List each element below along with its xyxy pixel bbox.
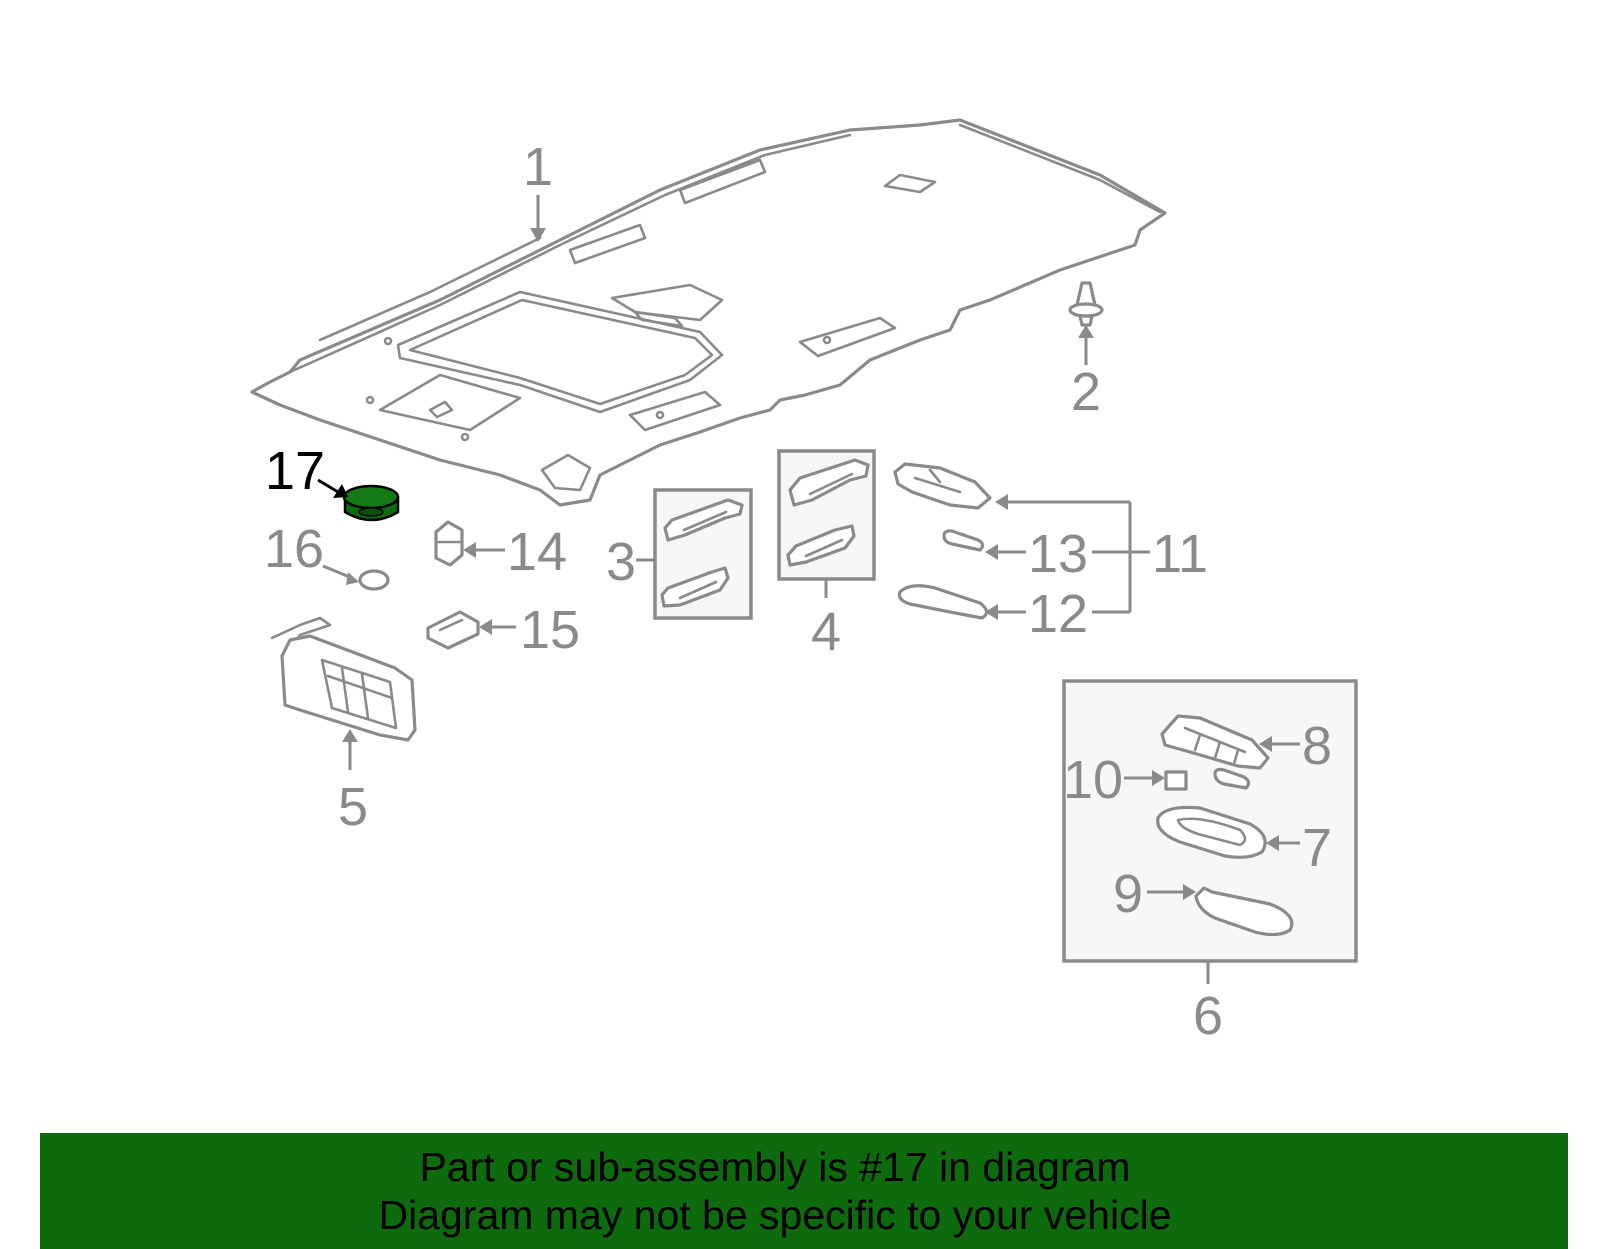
info-banner: Part or sub-assembly is #17 in diagram D… [40,1133,1568,1249]
callout-15: 15 [520,600,580,660]
push-clip-part [1068,281,1104,327]
ring-part [358,569,390,591]
callout-12: 12 [1028,584,1088,644]
callout-2: 2 [1071,362,1101,422]
banner-line-disclaimer: Diagram may not be specific to your vehi… [378,1192,1172,1238]
bulb-part-6 [1213,767,1251,790]
console-housing-part-7 [1156,805,1267,859]
callout-11: 11 [1152,524,1208,584]
clip-part-14 [434,520,464,567]
callout-1: 1 [523,137,553,197]
callout-3: 3 [606,532,636,592]
sun-visor-part [270,616,417,742]
assist-handle-part-3 [660,498,744,608]
headliner-part [250,118,1167,507]
bulb-part [942,529,985,552]
callout-9: 9 [1113,864,1143,924]
lens-part [897,584,989,620]
bracket-part-15 [426,610,480,650]
console-frame-part-8 [1160,714,1270,770]
lens-part-9 [1194,886,1294,937]
highlighted-part-17 [342,484,400,522]
lamp-housing-part [893,462,992,510]
callout-17: 17 [265,441,325,501]
callout-5: 5 [338,777,368,837]
callout-8: 8 [1302,716,1332,776]
callout-13: 13 [1028,524,1088,584]
assist-handle-part-4 [786,458,870,567]
callout-4: 4 [811,602,841,662]
callout-14: 14 [507,522,567,582]
callout-7: 7 [1302,818,1332,878]
callout-6: 6 [1193,986,1223,1046]
switch-part-10 [1164,770,1188,791]
callout-10: 10 [1063,750,1123,810]
banner-line-part-number: Part or sub-assembly is #17 in diagram [419,1144,1131,1190]
callout-16: 16 [264,519,324,579]
